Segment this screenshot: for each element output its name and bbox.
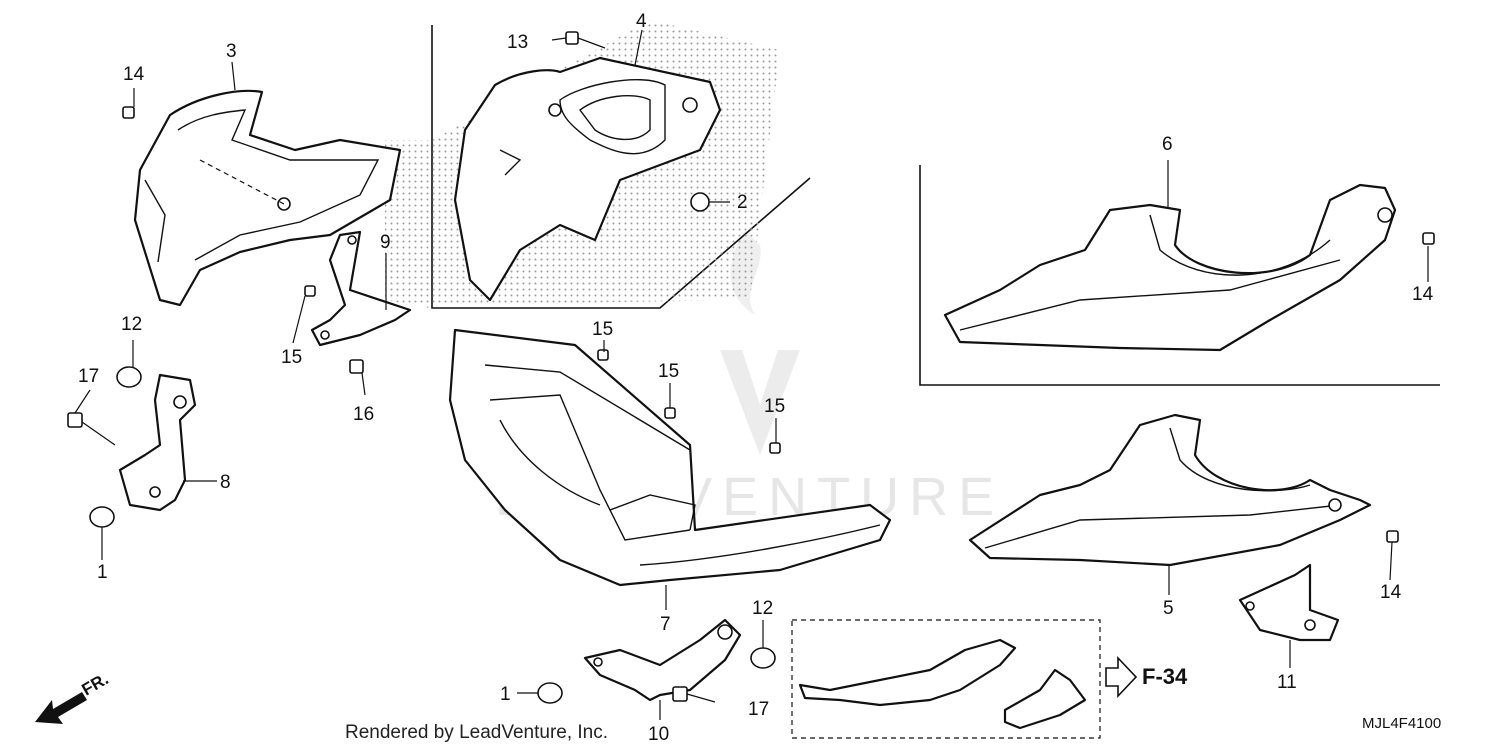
shade-area-left (385, 140, 430, 308)
hardware (67, 31, 1435, 704)
grommet-12-upper (116, 366, 142, 388)
callout-17a: 17 (78, 366, 99, 387)
callout-17b: 17 (748, 699, 769, 720)
callout-12b: 12 (752, 598, 773, 619)
callout-15d: 15 (764, 396, 785, 417)
part-7-under-cowl (448, 328, 892, 587)
callout-2: 2 (737, 192, 748, 213)
reference-f34: F-34 (1142, 664, 1188, 689)
optional-parts-box (791, 619, 1101, 739)
callout-12a: 12 (121, 314, 142, 335)
callout-6: 6 (1162, 134, 1173, 155)
reference-arrow: F-34 (1105, 655, 1188, 699)
screw-14b-head (1422, 232, 1435, 245)
grommet-12-lower (750, 647, 776, 669)
part-6-lower-cowl-right (943, 183, 1397, 352)
callout-9: 9 (380, 232, 391, 253)
callout-8: 8 (220, 472, 231, 493)
callout-14c: 14 (1380, 582, 1402, 603)
callout-3: 3 (226, 41, 237, 62)
callout-15b: 15 (592, 319, 613, 340)
grommet-1-left (89, 506, 115, 528)
part-5-lower-cowl-left (968, 413, 1372, 567)
diagram-code: MJL4F4100 (1362, 715, 1441, 732)
callout-14a: 14 (123, 64, 145, 85)
callout-16: 16 (353, 404, 374, 425)
callout-10: 10 (648, 724, 669, 745)
callout-1b: 1 (500, 684, 511, 705)
screw-14c-head (1386, 530, 1399, 543)
callout-5: 5 (1163, 598, 1174, 619)
screw-13-head (565, 31, 579, 45)
part-11-bracket (1238, 563, 1340, 642)
render-credit: Rendered by LeadVenture, Inc. (345, 722, 608, 743)
screw-14a-head (122, 106, 135, 119)
callout-4: 4 (636, 11, 647, 32)
part-8-stay (118, 373, 197, 512)
optional-stay-parts (798, 638, 1087, 730)
callout-11: 11 (1277, 672, 1297, 693)
part-10-bracket (583, 618, 742, 702)
part-3-middle-cowl-left (133, 89, 402, 307)
callout-15c: 15 (658, 361, 679, 382)
clip-2 (690, 192, 710, 212)
callouts: 1 1 2 3 4 5 6 7 8 9 10 11 12 12 13 14 14… (78, 11, 1434, 745)
grommet-1-lower (537, 682, 563, 704)
callout-13: 13 (507, 32, 528, 53)
part-4-inner-panel (453, 56, 722, 302)
callout-1a: 1 (97, 562, 108, 583)
bolt-16-head (349, 359, 364, 374)
callout-14b: 14 (1412, 284, 1434, 305)
callout-7: 7 (660, 614, 671, 635)
bolt-17-left-head (67, 412, 83, 428)
part-9-bracket (310, 230, 412, 347)
front-direction-marker: FR. (35, 669, 112, 724)
callout-15a: 15 (281, 347, 302, 368)
leader-lines (74, 29, 1429, 720)
bolt-17-lower-head (672, 686, 688, 702)
